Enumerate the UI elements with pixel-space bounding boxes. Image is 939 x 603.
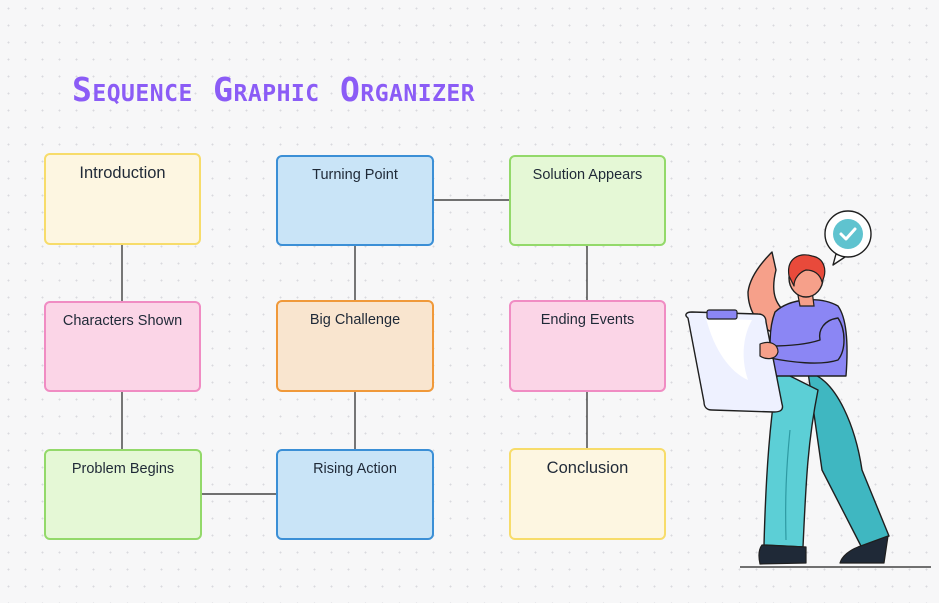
box-turning-point-label: Turning Point (312, 167, 398, 183)
box-ending-events-label: Ending Events (540, 312, 635, 328)
box-solution-appears-label: Solution Appears (532, 167, 643, 183)
box-introduction-label: Introduction (79, 164, 166, 182)
box-rising-action-label: Rising Action (313, 461, 397, 477)
box-characters-shown: Characters Shown (44, 301, 201, 392)
box-problem-begins: Problem Begins (44, 449, 202, 540)
box-problem-begins-label: Problem Begins (71, 461, 175, 477)
box-conclusion-label: Conclusion (546, 459, 629, 477)
person-with-clipboard-illustration (685, 210, 931, 568)
hair (788, 254, 826, 287)
box-introduction: Introduction (44, 153, 201, 245)
box-conclusion: Conclusion (509, 448, 666, 540)
box-characters-shown-label: Characters Shown (62, 313, 183, 329)
clipboard-icon (685, 309, 784, 413)
check-bubble-icon (824, 210, 872, 266)
back-leg (807, 371, 890, 549)
box-rising-action: Rising Action (276, 449, 434, 540)
left-shoe (758, 544, 807, 565)
right-shoe (839, 535, 889, 564)
box-turning-point: Turning Point (276, 155, 434, 246)
box-big-challenge: Big Challenge (276, 300, 434, 392)
box-ending-events: Ending Events (509, 300, 666, 392)
page-title: Sequence Graphic Organizer (72, 70, 476, 109)
box-solution-appears: Solution Appears (509, 155, 666, 246)
box-big-challenge-label: Big Challenge (309, 312, 401, 328)
